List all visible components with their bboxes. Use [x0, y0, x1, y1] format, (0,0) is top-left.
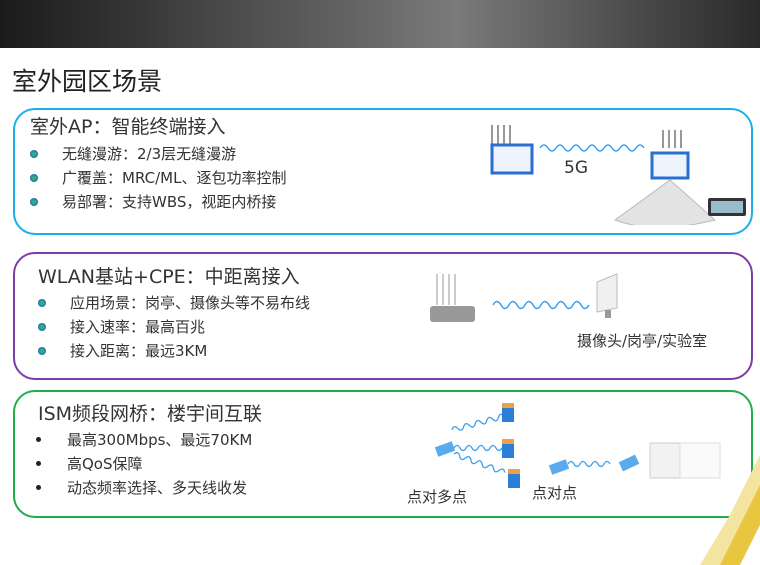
outdoor-ap-diagram [490, 125, 746, 225]
bridge-icon [502, 442, 514, 458]
diagram-label-point-to-multipoint: 点对多点 [407, 488, 468, 506]
diagram-label-point-to-point: 点对点 [532, 484, 578, 502]
bullet-icon [36, 437, 41, 442]
list-item: 最高300Mbps、最远70KM [36, 429, 252, 450]
header-band [0, 0, 760, 48]
list-item: 广覆盖：MRC/ML、逐包功率控制 [30, 167, 286, 188]
cpe-icon [596, 273, 618, 318]
corner-decoration [700, 455, 760, 565]
list-item-text: 广覆盖：MRC/ML、逐包功率控制 [62, 169, 287, 187]
outdoor-ap-icon [490, 125, 534, 175]
list-item-text: 最高300Mbps、最远70KM [67, 431, 253, 449]
list-item: 接入速率：最高百兆 [38, 316, 205, 337]
bridge-icon [618, 454, 640, 472]
list-item-text: 动态频率选择、多天线收发 [67, 479, 248, 497]
bridge-device-icon [649, 442, 681, 479]
diagram-label: 摄像头/岗亭/实验室 [577, 332, 708, 350]
list-item: 易部署：支持WBS，视距内桥接 [30, 191, 276, 212]
bullet-icon [36, 485, 41, 490]
list-item-text: 高QoS保障 [67, 455, 143, 473]
list-item-text: 接入距离：最远3KM [70, 342, 208, 360]
section-heading: WLAN基站+CPE：中距离接入 [38, 266, 300, 288]
bridge-icon [508, 472, 520, 488]
bullet-icon [30, 173, 38, 182]
section-heading: 室外AP：智能终端接入 [30, 116, 226, 138]
list-item: 应用场景：岗亭、摄像头等不易布线 [38, 292, 310, 313]
bridge-icon [548, 459, 570, 475]
list-item-text: 易部署：支持WBS，视距内桥接 [62, 193, 277, 211]
diagram-label: 5G [564, 158, 588, 178]
section-heading: ISM频段网桥：楼宇间互联 [38, 403, 263, 425]
outdoor-ap-icon [650, 130, 690, 180]
bridge-icon [502, 406, 514, 422]
list-item-text: 应用场景：岗亭、摄像头等不易布线 [70, 294, 311, 312]
section-ism-bridge [13, 390, 753, 518]
list-item: 无缝漫游：2/3层无缝漫游 [30, 143, 236, 164]
base-station-diagram [430, 273, 618, 322]
bullet-icon [30, 197, 38, 206]
bridge-icon [434, 441, 456, 457]
list-item-text: 无缝漫游：2/3层无缝漫游 [62, 145, 237, 163]
list-item: 动态频率选择、多天线收发 [36, 477, 247, 498]
list-item: 接入距离：最远3KM [38, 340, 207, 361]
bullet-icon [38, 298, 46, 307]
section-outdoor-ap [13, 108, 753, 235]
page-title: 室外园区场景 [12, 67, 163, 96]
bullet-icon [30, 149, 38, 158]
list-item: 高QoS保障 [36, 453, 143, 474]
list-item-text: 接入速率：最高百兆 [70, 318, 206, 336]
bullet-icon [36, 461, 41, 466]
base-station-icon [430, 274, 475, 322]
bullet-icon [38, 346, 46, 355]
bullet-icon [38, 322, 46, 331]
section-wlan-cpe [13, 252, 753, 380]
bridge-diagram [434, 403, 721, 488]
